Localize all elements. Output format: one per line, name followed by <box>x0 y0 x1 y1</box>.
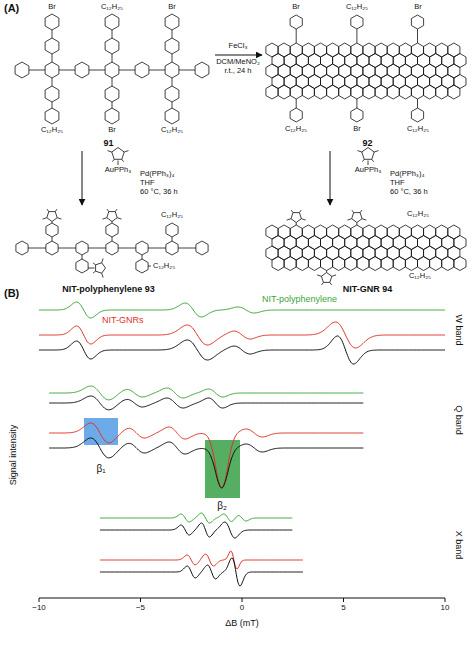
plot-label: β₂ <box>217 500 227 511</box>
plot-label: β₁ <box>96 463 105 474</box>
plot-label: NIT-polyphenylene <box>262 295 337 305</box>
substituent-label: Br <box>353 125 361 133</box>
plot-label: X band <box>453 531 463 560</box>
tick-label: −5 <box>136 604 145 613</box>
reagent-text: AuPPh₃ <box>355 166 381 174</box>
tick-label: −10 <box>32 604 46 613</box>
substituent-label: Br <box>168 3 176 11</box>
axis-tick <box>445 598 446 602</box>
reagent-text: Pd(PPh₃)₄ <box>390 170 424 178</box>
compound: NIT-polyphenylene 93 <box>5 208 212 294</box>
reagent-text: 60 °C, 36 h <box>390 188 428 196</box>
substituent-label: C₁₂H₂₅ <box>407 125 429 133</box>
substituent-label: C₁₂H₂₅ <box>41 126 63 134</box>
plot-label: W band <box>453 314 463 345</box>
spectrum-trace <box>49 438 363 488</box>
substituent-label: C₁₂H₂₅ <box>153 262 175 270</box>
substituent-label: C₁₂H₂₅ <box>346 3 368 11</box>
plot-label: Signal intensity <box>9 425 19 486</box>
spectrum-trace <box>49 386 363 400</box>
substituent-label: C₁₂H₂₅ <box>285 125 307 133</box>
substituent-label: C₁₂H₂₅ <box>409 272 431 280</box>
axis-tick <box>140 598 141 602</box>
substituent-label: C₁₂H₂₅ <box>161 211 183 219</box>
spectrum-trace <box>39 322 445 348</box>
reagent-text: AuPPh₃ <box>105 166 131 174</box>
substituent-label: Br <box>292 3 300 11</box>
compound-label: NIT-GNR 94 <box>265 284 470 294</box>
tick-label: 0 <box>240 604 244 613</box>
substituent-label: Br <box>414 3 422 11</box>
substituent-label: C₁₂H₂₅ <box>161 126 183 134</box>
highlight-box <box>205 440 240 498</box>
reagent-text: 60 °C, 36 h <box>140 188 178 196</box>
compound-label: 91 <box>5 138 212 148</box>
reaction-arrow <box>215 55 262 56</box>
tick-label: 10 <box>441 604 450 613</box>
axis-tick <box>343 598 344 602</box>
compound-label: NIT-polyphenylene 93 <box>5 284 212 294</box>
tick-label: 5 <box>341 604 345 613</box>
reagent-text: Pd(PPh₃)₄ <box>140 170 174 178</box>
panel-label: (B) <box>4 287 19 299</box>
spectrum-trace <box>49 396 363 410</box>
spectrum-trace <box>39 336 445 364</box>
reagent-text: THF <box>140 179 155 187</box>
spectrum-trace <box>49 423 363 488</box>
panel-label: (A) <box>4 2 19 14</box>
substituent-label: C₁₂H₂₅ <box>407 210 429 218</box>
spectrum-trace <box>100 513 292 523</box>
spectrum-trace <box>100 551 303 569</box>
spectrum-trace <box>100 522 292 538</box>
spectrum-trace <box>39 302 445 318</box>
compound-label: 92 <box>265 138 470 148</box>
plot-label: NIT-GNRs <box>102 316 144 326</box>
chemical-structure <box>15 14 466 285</box>
reaction-arrow <box>330 151 331 205</box>
axis-tick <box>39 598 40 602</box>
axis-tick <box>242 598 243 602</box>
spectrum-trace <box>100 558 303 586</box>
reagent-text: THF <box>390 179 405 187</box>
reagent-text: r.t., 24 h <box>224 67 251 75</box>
epr-spectra <box>39 302 445 602</box>
reaction-arrow <box>82 151 83 205</box>
reagent-text: DCM/MeNO₂ <box>216 58 260 66</box>
reagent-text: FeCl₃ <box>229 42 248 50</box>
substituent-label: Br <box>108 126 116 134</box>
substituent-label: C₁₂H₂₅ <box>101 3 123 11</box>
substituent-label: Br <box>48 3 56 11</box>
plot-label: ΔB (mT) <box>225 619 259 629</box>
compound: NIT-GNR 94 <box>265 208 470 294</box>
plot-label: Q band <box>453 405 463 435</box>
